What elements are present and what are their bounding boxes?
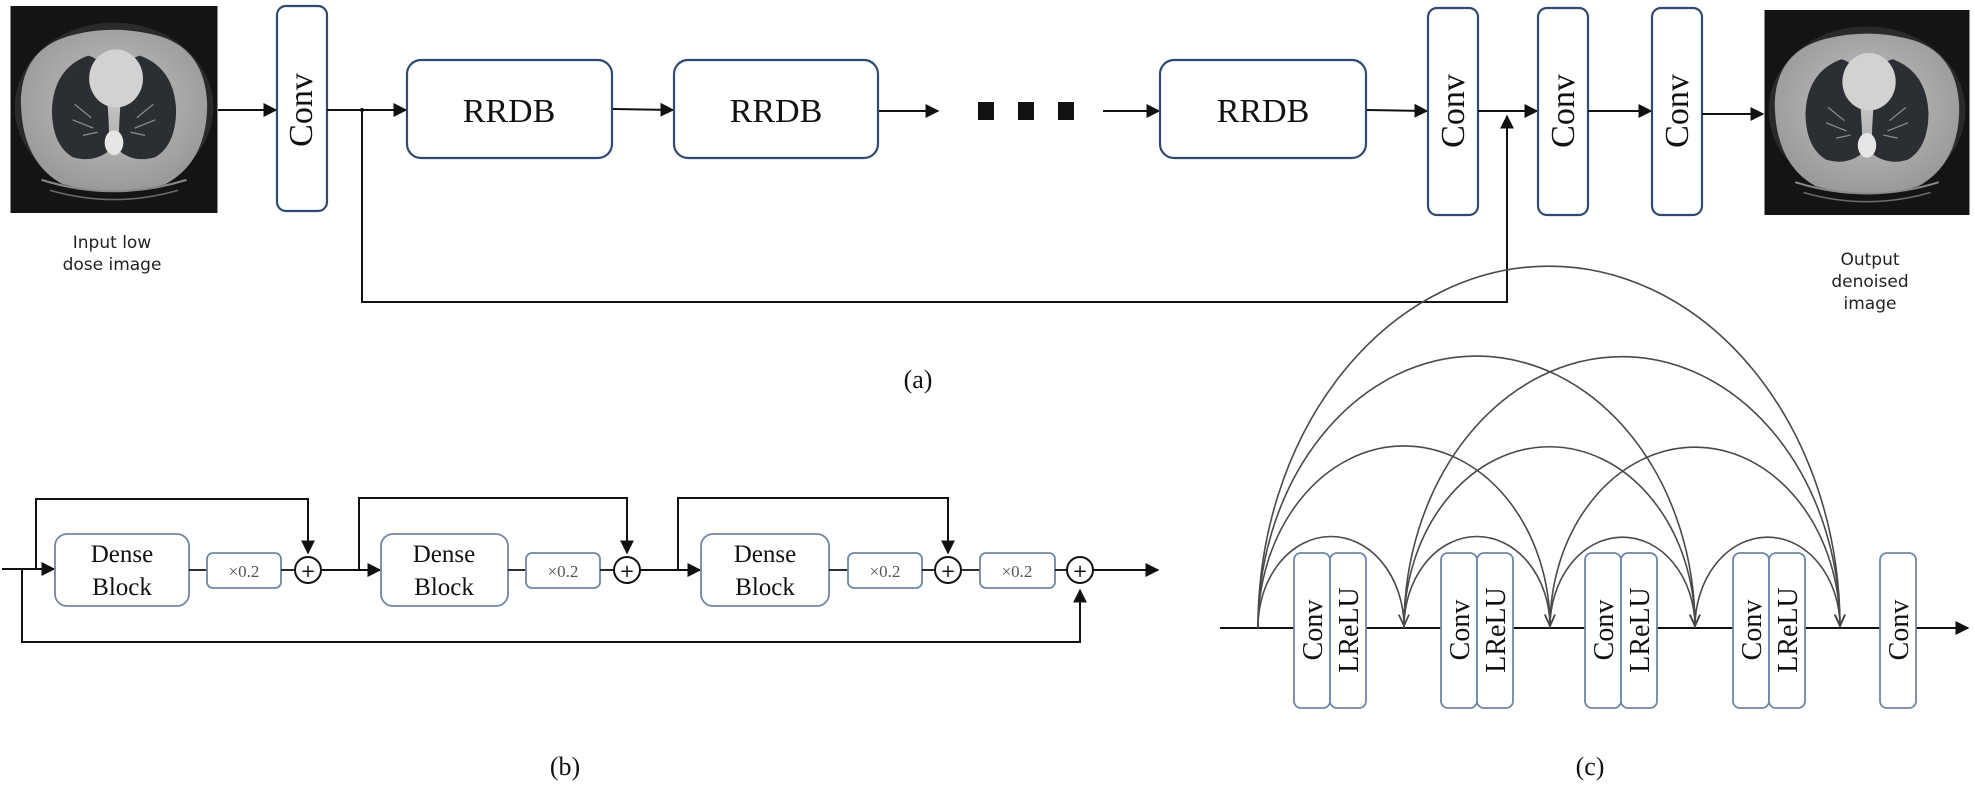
dense-arc-1-to-5 <box>1257 265 1840 629</box>
dense-block-line1: Dense <box>734 541 796 568</box>
rrdb-block-3: RRDB <box>1158 58 1368 160</box>
caption-c: (c) <box>1576 752 1605 781</box>
rrdb-label: RRDB <box>463 93 556 130</box>
sum-node-1: + <box>294 556 322 584</box>
sum-node-2: + <box>613 556 641 584</box>
scale-label: ×0.2 <box>1002 562 1033 581</box>
plus-icon: + <box>619 561 634 582</box>
b-residual-3 <box>677 497 955 570</box>
rrdb-block-2: RRDB <box>672 58 880 160</box>
dense-arc-1-to-2 <box>1257 535 1404 629</box>
input-caption-line2: dose image <box>63 255 162 275</box>
output-caption-line1: Output <box>1840 250 1899 270</box>
rrdb-label: RRDB <box>730 93 823 130</box>
conv-block-post-rrdb: Conv <box>1426 6 1480 217</box>
plus-icon: + <box>940 561 955 582</box>
conv-layer <box>1879 552 1917 709</box>
b-residual-1 <box>35 498 315 569</box>
lrelu-label: LReLU <box>1334 587 1365 673</box>
scale-box-final: ×0.2 <box>979 552 1056 589</box>
conv-label: Conv <box>1884 600 1915 661</box>
output-caption-line3: image <box>1844 294 1897 314</box>
conv-label: Conv <box>1659 74 1696 148</box>
conv-block-2: Conv <box>1536 6 1590 217</box>
sum-node-final: + <box>1066 556 1094 584</box>
caption-a: (a) <box>904 365 933 394</box>
sum-node-3: + <box>934 556 962 584</box>
lrelu-label: LReLU <box>1773 587 1804 673</box>
output-ct-image <box>1764 10 1970 215</box>
conv-block-3: Conv <box>1650 6 1704 217</box>
output-caption-line2: denoised <box>1831 272 1908 292</box>
rrdb-block-1: RRDB <box>405 58 614 160</box>
dense-arc-4-to-5 <box>1694 536 1840 629</box>
dense-arc-2-to-3 <box>1403 535 1550 629</box>
arrow-rrdb3-to-conv <box>1366 103 1429 118</box>
b-outer-residual <box>21 569 1087 643</box>
plus-icon: + <box>300 561 315 582</box>
dense-arc-3-to-4 <box>1549 536 1695 629</box>
conv-block-first: Conv <box>275 4 329 213</box>
conv-label: Conv <box>1435 74 1472 148</box>
scale-box-2: ×0.2 <box>525 552 601 589</box>
global-skip-connection <box>361 110 1514 303</box>
panel-a: Input low dose image Conv RRDB RRDB RRDB <box>10 4 1970 394</box>
rrdb-label: RRDB <box>1217 93 1310 130</box>
dense-arc-2-to-4 <box>1403 445 1695 629</box>
dense-block-line1: Dense <box>91 541 153 568</box>
dense-block-line2: Block <box>414 574 474 601</box>
dense-block-line1: Dense <box>413 541 475 568</box>
dense-block-2: Dense Block <box>380 533 509 607</box>
lrelu-label: LReLU <box>1481 587 1512 673</box>
dense-block-line2: Block <box>92 574 152 601</box>
scale-label: ×0.2 <box>548 562 579 581</box>
dense-arc-1-to-3 <box>1257 445 1550 629</box>
lrelu-layer <box>1476 552 1514 709</box>
lrelu-layer <box>1329 552 1367 709</box>
panel-b: Dense Block ×0.2 + Dense Block ×0.2 + <box>2 497 1160 781</box>
scale-box-1: ×0.2 <box>206 552 282 589</box>
dense-block-3: Dense Block <box>700 533 830 607</box>
ellipsis-dots <box>978 102 1074 120</box>
conv-label: Conv <box>1298 600 1329 661</box>
conv-label: Conv <box>1545 74 1582 148</box>
conv-label: Conv <box>1445 600 1476 661</box>
lrelu-label: LReLU <box>1625 587 1656 673</box>
input-caption-line1: Input low <box>73 233 152 253</box>
input-ct-image <box>10 6 218 213</box>
dense-block-line2: Block <box>735 574 795 601</box>
arrow-rrdb1-to-rrdb2 <box>612 102 675 117</box>
lrelu-layer <box>1620 552 1658 709</box>
lrelu-layer <box>1768 552 1806 709</box>
conv-label: Conv <box>283 73 320 147</box>
scale-box-3: ×0.2 <box>847 552 923 589</box>
scale-label: ×0.2 <box>229 562 260 581</box>
final-conv-layer: Conv <box>1879 552 1917 709</box>
b-residual-2 <box>358 497 634 570</box>
dense-arc-1-to-4 <box>1257 355 1695 629</box>
scale-label: ×0.2 <box>870 562 901 581</box>
plus-icon: + <box>1072 561 1087 582</box>
dense-arc-3-to-5 <box>1549 446 1840 629</box>
dense-block-1: Dense Block <box>54 533 190 607</box>
caption-b: (b) <box>550 752 580 781</box>
conv-label: Conv <box>1589 600 1620 661</box>
dense-connections <box>1257 265 1840 629</box>
conv-label: Conv <box>1737 600 1768 661</box>
dense-arc-2-to-5 <box>1403 355 1840 629</box>
